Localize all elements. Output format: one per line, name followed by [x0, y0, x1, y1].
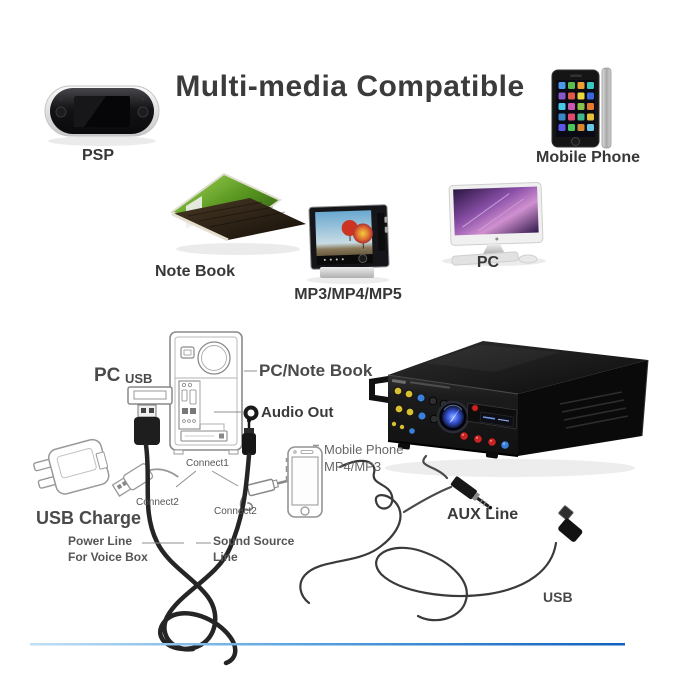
phone-cable	[299, 459, 402, 605]
usb-charge-callout: USB Charge	[36, 508, 142, 528]
notebook-label: Note Book	[155, 263, 235, 280]
pc-label: PC	[476, 254, 500, 271]
mobile-phone-outline-drawing	[285, 444, 323, 518]
imac-device-image	[442, 182, 546, 266]
mobile-phone-mp4-callout: Mobile Phone MP4/MP3	[324, 441, 404, 475]
media-player-label: MP3/MP4/MP5	[294, 286, 402, 303]
power-line-line1: Power Line	[68, 534, 133, 548]
mobile-phone-device-image	[551, 67, 612, 149]
mobile-phone-mp4-line2: MP4/MP3	[324, 459, 382, 474]
aux-cable	[422, 454, 449, 480]
psp-device-image	[44, 85, 160, 146]
pc-tower-drawing	[169, 331, 243, 455]
sound-source-cable	[162, 452, 252, 652]
amplifier-image	[369, 341, 649, 477]
mobile-phone-label: Mobile Phone	[536, 149, 640, 166]
pc-notebook-callout: PC/Note Book	[259, 361, 373, 380]
connect2-left-callout: Connect2	[136, 497, 179, 508]
aux-plug-drawing	[450, 476, 493, 510]
page-title: Multi-media Compatible	[175, 70, 525, 103]
audio-out-callout: Audio Out	[261, 404, 334, 421]
power-cable	[143, 442, 238, 666]
aux-line-callout: AUX Line	[447, 506, 519, 523]
psp-label: PSP	[81, 147, 114, 164]
sound-source-callout: Sound Source Line	[213, 533, 294, 565]
audio-jack-black-drawing	[242, 418, 256, 455]
usb-plug-outline-drawing	[111, 463, 179, 497]
connect2-mid-callout: Connect2	[214, 506, 257, 517]
usb-cable-line	[375, 541, 558, 622]
mobile-phone-mp4-line1: Mobile Phone	[324, 442, 404, 457]
usb-port-drawing	[127, 386, 173, 405]
pointer-lines	[142, 370, 257, 544]
pc-port-callout: PC	[94, 365, 121, 386]
power-line-line2: For Voice Box	[68, 550, 148, 564]
audio-out-ring-icon	[243, 405, 259, 421]
cables-drawing	[143, 442, 558, 666]
usb-plug-black-drawing	[134, 404, 160, 445]
connect1-callout: Connect1	[186, 458, 229, 469]
power-line-callout: Power Line For Voice Box	[68, 533, 148, 565]
sound-source-line2: Line	[213, 550, 238, 564]
usb-charger-drawing	[33, 438, 110, 495]
notebook-device-image	[170, 172, 306, 255]
bottom-accent-line	[30, 643, 625, 646]
media-player-device-image	[306, 204, 390, 284]
usb-cable-callout: USB	[543, 589, 573, 605]
usb-connector-drawing	[558, 505, 583, 542]
usb-port-callout: USB	[125, 371, 153, 386]
sound-source-line1: Sound Source	[213, 534, 295, 548]
